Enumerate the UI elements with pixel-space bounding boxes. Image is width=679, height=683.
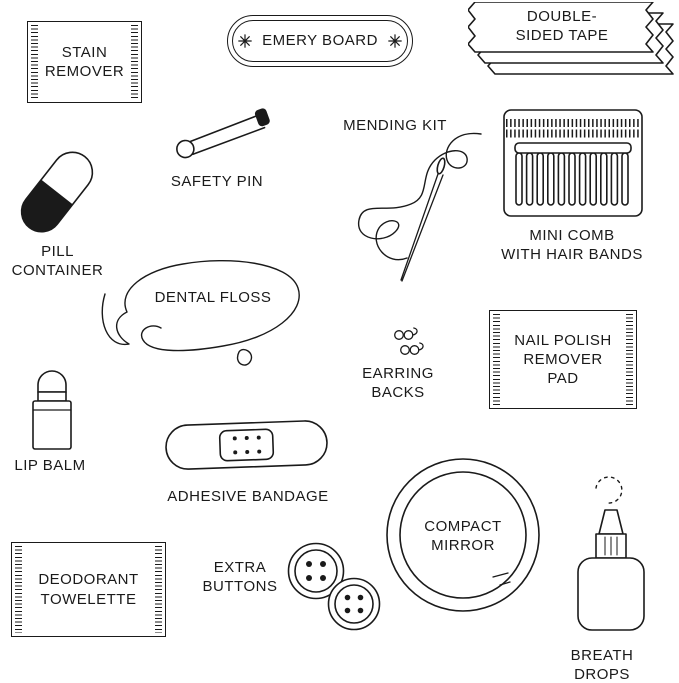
deodorant-towelette-packet-icon: DEODORANT TOWELETTE xyxy=(11,542,166,637)
emery-board-label: EMERY BOARD xyxy=(262,32,378,50)
mending-kit-label: MENDING KIT xyxy=(343,117,447,134)
packet-seal-right xyxy=(155,546,162,633)
stain-remover-label: STAIN REMOVER xyxy=(44,43,125,80)
dental-floss-label: DENTAL FLOSS xyxy=(154,289,272,306)
compact-mirror-label: COMPACT MIRROR xyxy=(424,518,502,555)
pill-container-icon xyxy=(20,151,94,233)
breath-drops-icon xyxy=(577,476,645,631)
sparkle-icon xyxy=(238,34,252,48)
earring-backs-icon xyxy=(394,327,424,355)
double-sided-tape-label: DOUBLE- SIDED TAPE xyxy=(515,8,609,45)
packet-seal-left xyxy=(15,546,22,633)
sparkle-icon xyxy=(388,34,402,48)
packet-seal-right xyxy=(626,314,633,405)
nail-polish-pad-packet-icon: NAIL POLISH REMOVER PAD xyxy=(489,310,637,409)
stain-remover-packet-icon: STAIN REMOVER xyxy=(27,21,142,103)
packet-seal-left xyxy=(31,25,38,99)
breath-drops-label: BREATH DROPS xyxy=(570,647,634,683)
dental-floss-icon xyxy=(101,260,300,366)
extra-buttons-label: EXTRA BUTTONS xyxy=(202,559,278,596)
safety-pin-icon xyxy=(176,108,270,159)
adhesive-bandage-label: ADHESIVE BANDAGE xyxy=(167,488,329,505)
emery-board-icon: EMERY BOARD xyxy=(227,15,413,67)
safety-pin-label: SAFETY PIN xyxy=(170,173,264,190)
packet-seal-left xyxy=(493,314,500,405)
mending-kit-icon xyxy=(358,132,482,282)
extra-buttons-icon xyxy=(287,542,381,631)
double-sided-tape-icon xyxy=(468,2,674,75)
lip-balm-label: LIP BALM xyxy=(14,457,86,474)
packet-seal-right xyxy=(131,25,138,99)
compact-mirror-icon xyxy=(386,458,540,612)
earring-backs-label: EARRING BACKS xyxy=(362,365,434,402)
mini-comb-icon xyxy=(503,109,643,217)
pill-container-label: PILL CONTAINER xyxy=(11,243,104,280)
deodorant-towelette-label: DEODORANT TOWELETTE xyxy=(38,571,139,608)
lip-balm-icon xyxy=(32,370,72,450)
nail-polish-pad-label: NAIL POLISH REMOVER PAD xyxy=(514,331,612,388)
mini-comb-label: MINI COMB WITH HAIR BANDS xyxy=(501,227,643,264)
adhesive-bandage-icon xyxy=(165,420,328,470)
emery-board-inner-outline xyxy=(232,20,408,62)
